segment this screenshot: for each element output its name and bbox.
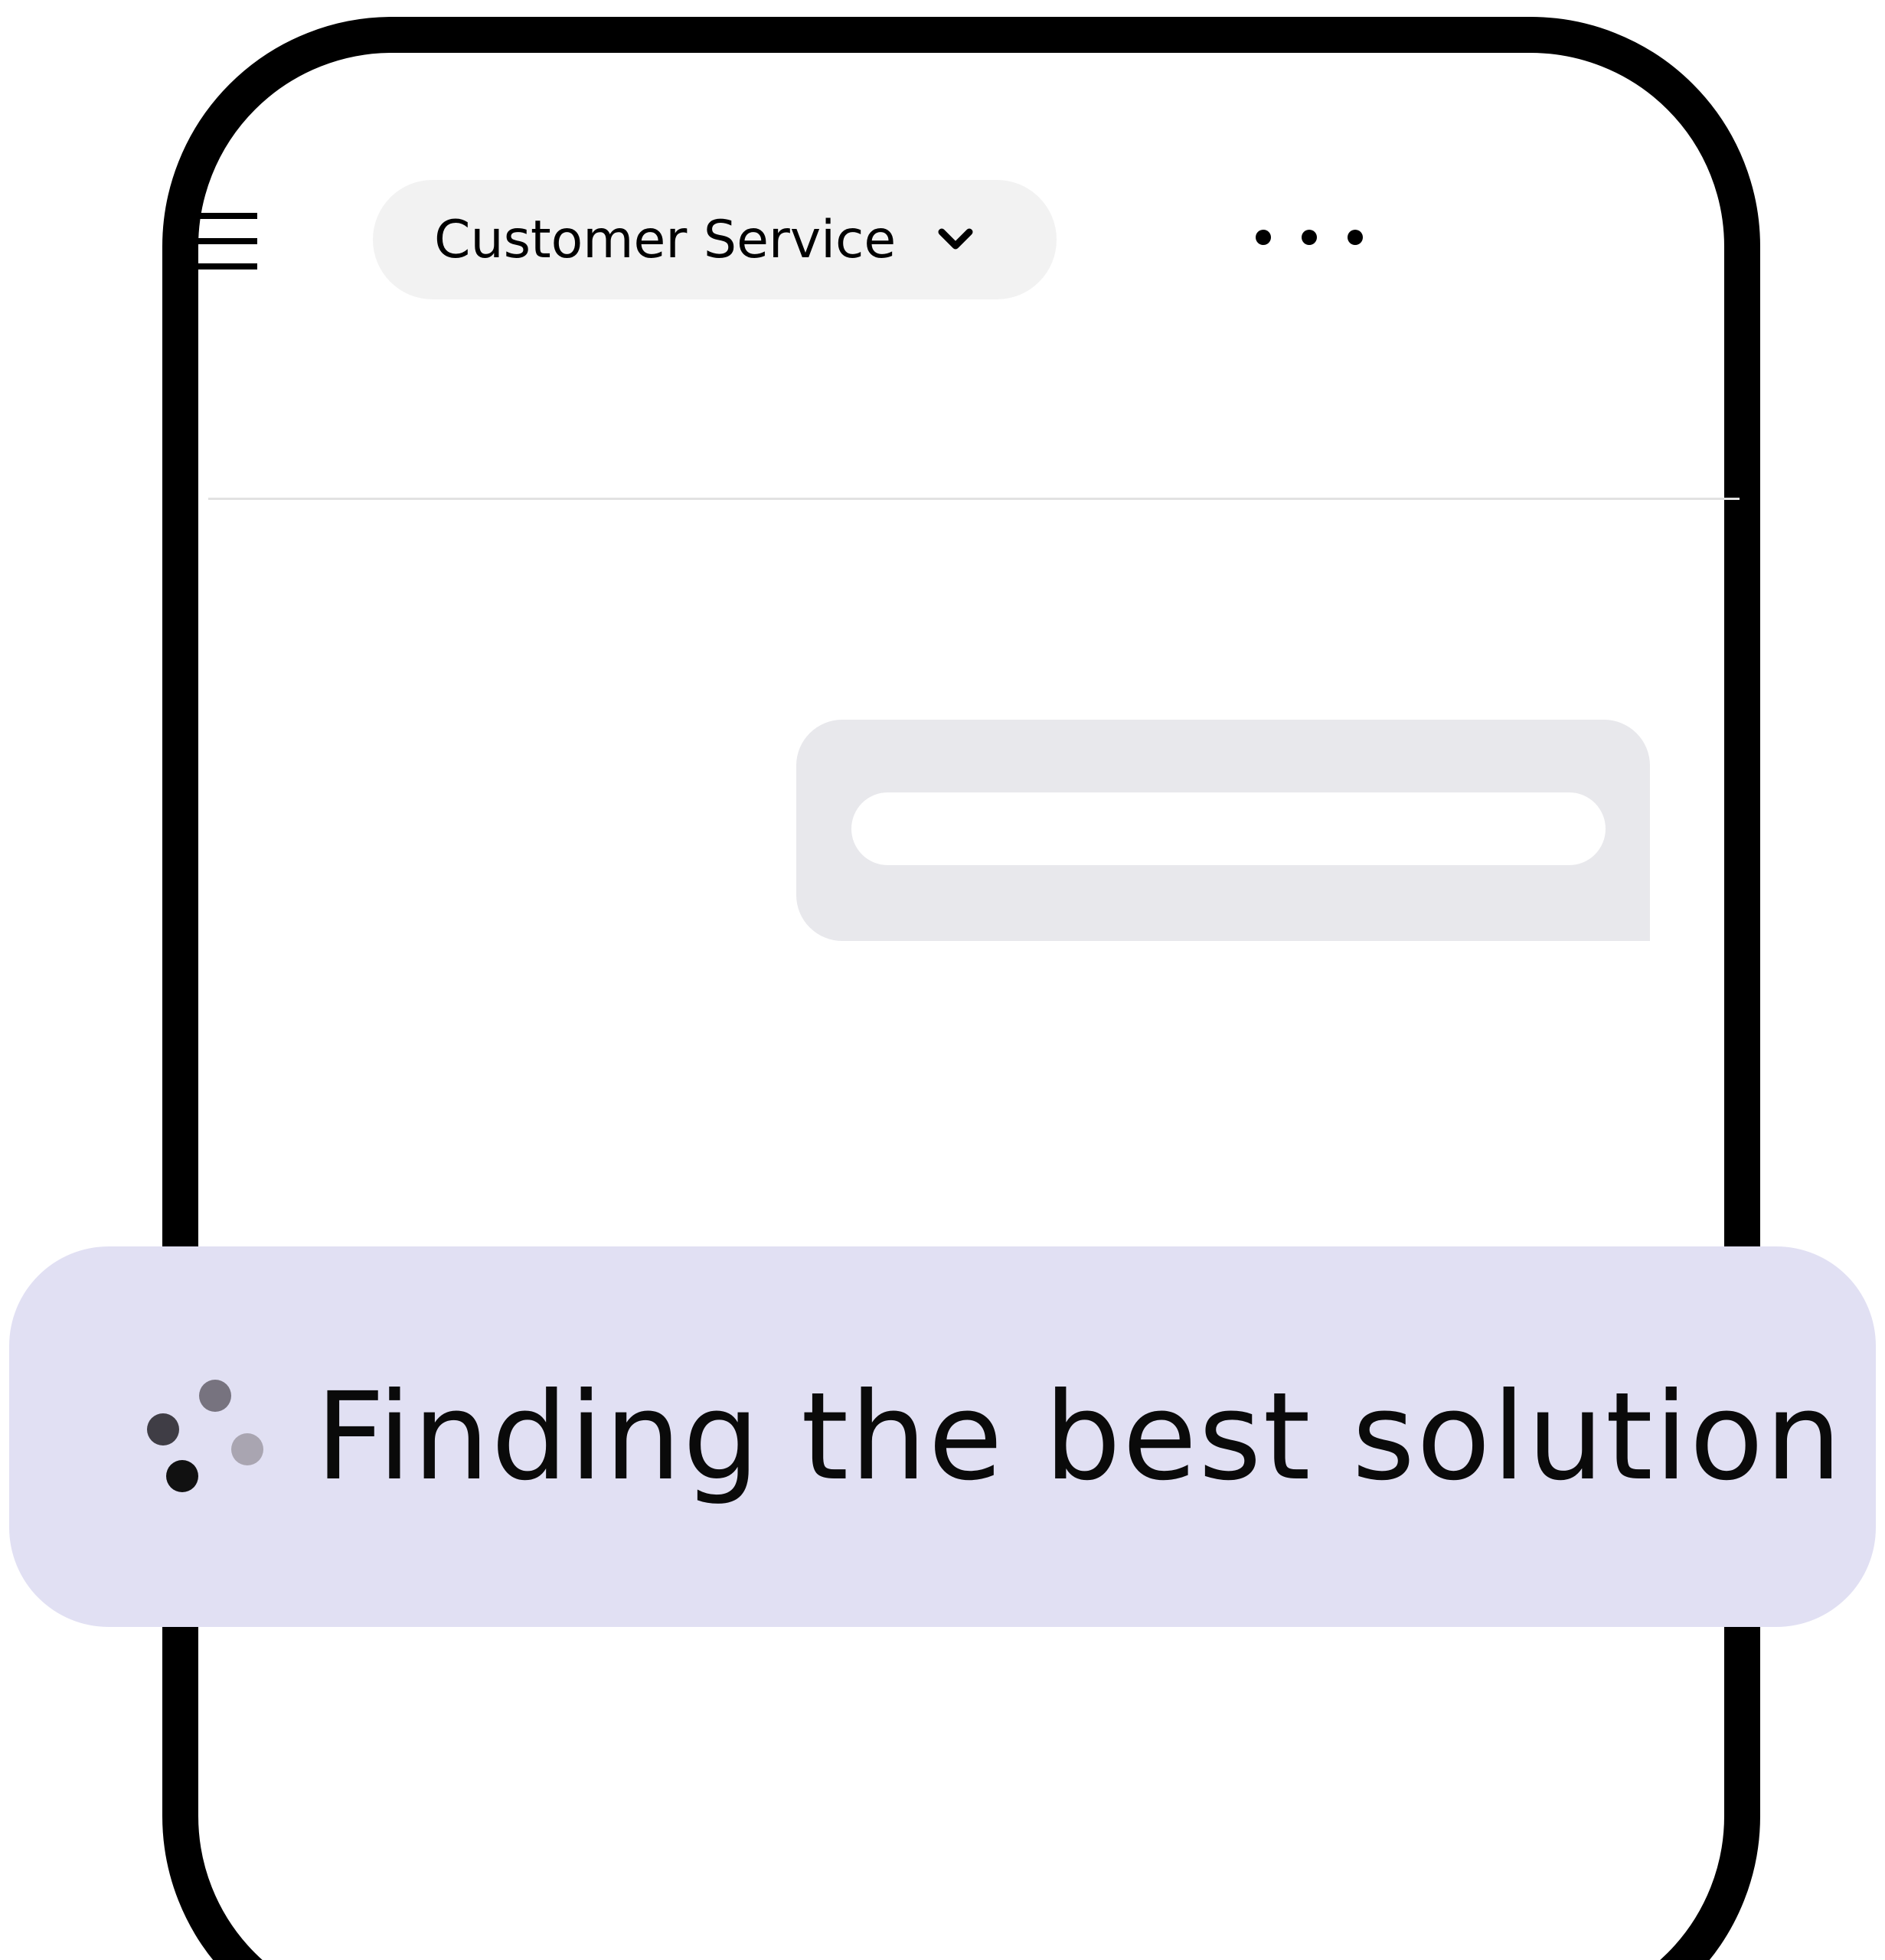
loading-dots-icon xyxy=(147,1379,263,1494)
status-text: Finding the best solution xyxy=(315,1366,1844,1508)
phone-frame xyxy=(162,17,1760,1960)
message-text-placeholder xyxy=(851,792,1606,865)
agent-selector-dropdown[interactable]: Customer Service xyxy=(373,180,1057,299)
menu-button[interactable] xyxy=(176,207,260,276)
chat-header xyxy=(199,138,1740,505)
header-divider xyxy=(208,498,1740,500)
more-options-button[interactable] xyxy=(1256,207,1363,268)
hamburger-menu-icon xyxy=(176,213,257,219)
chevron-down-icon xyxy=(936,220,975,260)
agent-selector-label: Customer Service xyxy=(434,209,897,270)
more-horizontal-icon xyxy=(1256,230,1271,245)
status-banner: Finding the best solution xyxy=(9,1246,1876,1627)
